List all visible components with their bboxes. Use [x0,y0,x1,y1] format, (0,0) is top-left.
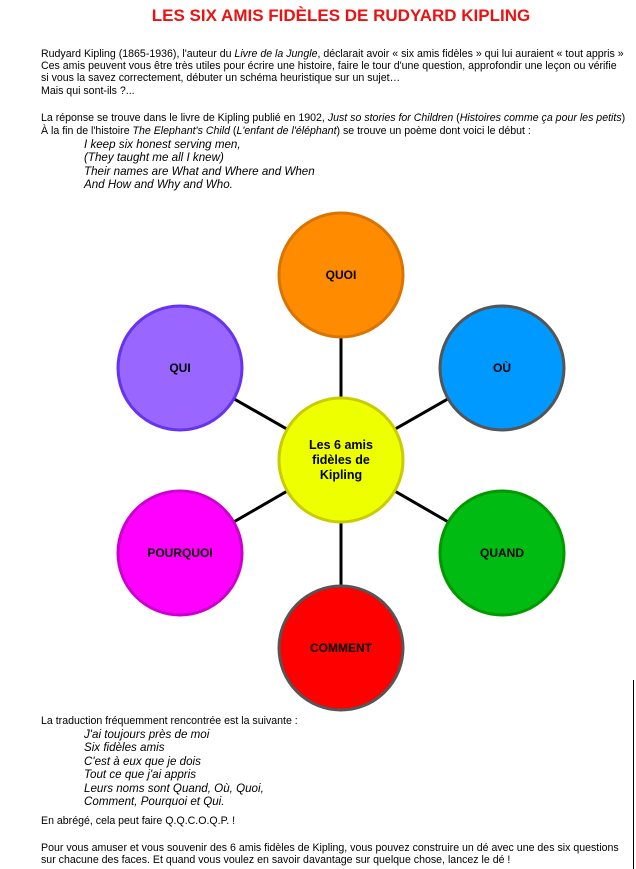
text: La réponse se trouve dans le livre de Ki… [41,112,328,124]
text: Rudyard Kipling (1865-1936), l'auteur du [41,48,235,60]
node-label-pourquoi: POURQUOI [147,546,213,560]
text: ( [453,112,460,124]
book-title: Livre de la Jungle [234,48,318,60]
outro-line-2: sur chacune des faces. Et quand vous vou… [41,854,511,866]
text: ) se trouve un poème dont voici le début… [336,125,531,137]
node-label-ou: OÙ [493,361,511,375]
poem-en-line: Their names are What and Where and When [84,165,315,178]
intro-line-4: Mais qui sont-ils ?... [41,85,135,97]
text: ( [229,125,237,137]
poem-fr-line: Leurs noms sont Quand, Où, Quoi, [84,782,264,795]
book-title: Just so stories for Children [327,112,454,124]
abbreviation-line: En abrégé, cela peut faire Q.Q.C.O.Q.P. … [41,815,236,827]
node-circle-qui [116,304,244,432]
text: À la fin de l'histoire [41,125,133,137]
poem-fr-line: Six fidèles amis [84,741,165,754]
node-label-comment: COMMENT [310,641,372,655]
node-label-quoi: QUOI [325,268,357,282]
intro-line-6: À la fin de l'histoire The Elephant's Ch… [41,125,531,137]
page-edge-line [633,680,634,869]
node-circle-quoi [277,211,405,339]
poem-fr-line: Tout ce que j'ai appris [84,768,196,781]
story-title-fr: L'enfant de l'éléphant [236,125,337,137]
poem-en-line: I keep six honest serving men, [84,138,241,151]
text: , déclarait avoir « six amis fidèles » q… [317,48,624,60]
node-circle-comment [277,584,405,712]
node-circle-ou [438,304,566,432]
center-label-line: fidèles de [312,453,370,467]
poem-en-line: And How and Why and Who. [84,178,233,191]
poem-fr-line: J'ai toujours près de moi [84,728,210,741]
translation-intro: La traduction fréquemment rencontrée est… [41,715,298,727]
center-label: Les 6 amis fidèles de Kipling [281,438,401,483]
center-label-line: Kipling [319,468,363,482]
intro-line-3: si vous la savez correctement, débuter u… [41,72,401,84]
poem-fr-line: C'est à eux que je dois [84,755,201,768]
node-label-qui: QUI [169,361,191,375]
text: ) [621,112,626,124]
intro-line-2: Ces amis peuvent vous être très utiles p… [41,60,617,72]
intro-line-5: La réponse se trouve dans le livre de Ki… [41,112,625,124]
center-circle [277,396,405,524]
poem-fr-line: Comment, Pourquoi et Qui. [84,795,225,808]
outro-line-1: Pour vous amuser et vous souvenir des 6 … [41,842,619,854]
center-label-line: Les 6 amis [309,438,373,452]
poem-en-line: (They taught me all I knew) [84,151,224,164]
page-title: LES SIX AMIS FIDÈLES DE RUDYARD KIPLING [151,6,531,25]
node-circle-quand [438,489,566,617]
node-label-quand: QUAND [480,546,524,560]
node-circle-pourquoi [116,489,244,617]
intro-line-1: Rudyard Kipling (1865-1936), l'auteur du… [41,48,624,60]
story-title: The Elephant's Child [132,125,230,137]
book-title-fr: Histoires comme ça pour les petits [459,112,622,124]
